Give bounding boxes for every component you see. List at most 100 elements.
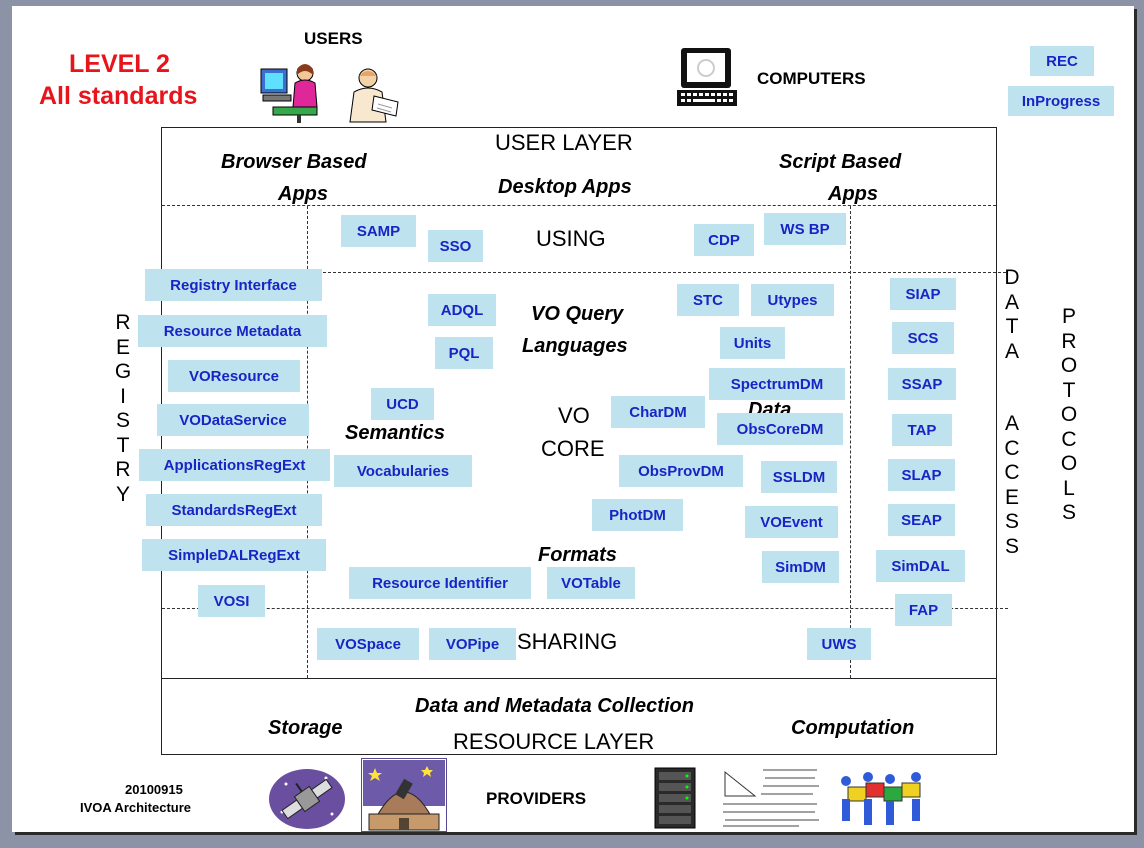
chip-resource-identifier: Resource Identifier [349, 567, 531, 599]
protocol-letter: P [1061, 305, 1076, 328]
protocol-letter: L [1063, 476, 1075, 500]
data-access-vertical-label: D A T A A C C E S S [1002, 267, 1022, 560]
chip-tap: TAP [892, 414, 952, 446]
chip-samp: SAMP [341, 215, 416, 247]
protocol-letter: A [1004, 290, 1019, 314]
vo-query-languages-line2: Languages [522, 335, 628, 357]
chip-vodataservice: VODataService [157, 404, 309, 436]
chip-adql: ADQL [428, 294, 496, 326]
protocols-vertical-label: P R O T O C O L S [1059, 306, 1079, 527]
protocol-letter: T [1005, 315, 1019, 338]
observatory-icon [361, 758, 447, 832]
desktop-apps-label: Desktop Apps [498, 176, 632, 198]
protocol-letter: D [1004, 266, 1020, 289]
browser-apps-line2: Apps [278, 183, 328, 205]
user-man-reading-icon [349, 68, 399, 123]
registry-vertical-label: R E G I S T R Y [113, 312, 133, 508]
chip-chardm: CharDM [611, 396, 705, 428]
protocol-letter: T [1062, 378, 1076, 402]
browser-apps-line1: Browser Based [221, 151, 367, 173]
providers-label: PROVIDERS [486, 789, 587, 808]
legend-rec: REC [1030, 46, 1094, 76]
data-metadata-collection-label: Data and Metadata Collection [415, 695, 694, 717]
chip-utypes: Utypes [751, 284, 834, 316]
chip-ssldm: SSLDM [761, 461, 837, 493]
registry-letter: Y [115, 482, 130, 506]
chip-ssap: SSAP [888, 368, 956, 400]
chip-obscoredm: ObsCoreDM [717, 413, 843, 445]
protocol-letter: C [1004, 461, 1020, 484]
chip-uws: UWS [807, 628, 871, 660]
resource-layer-title: RESOURCE LAYER [453, 729, 655, 754]
protocol-letter: O [1060, 403, 1078, 426]
server-rack-icon [654, 767, 696, 829]
level-subtitle: All standards [39, 82, 198, 110]
chip-voresource: VOResource [168, 360, 300, 392]
vo-core-label-line2: CORE [541, 436, 605, 461]
computers-label: COMPUTERS [757, 69, 866, 88]
footer-caption: IVOA Architecture [80, 800, 192, 815]
using-top-line [162, 205, 996, 206]
protocol-letter: A [1004, 412, 1019, 435]
protocol-letter: E [1004, 485, 1019, 509]
chip-vosi: VOSI [198, 585, 265, 617]
users-label: USERS [304, 29, 363, 48]
chip-applicationsregext: ApplicationsRegExt [139, 449, 330, 481]
protocol-letter: O [1060, 354, 1078, 377]
registry-letter: R [115, 458, 131, 481]
footer-date: 20100915 [125, 782, 183, 797]
semantics-label: Semantics [345, 422, 446, 444]
chip-sso: SSO [428, 230, 483, 262]
chip-ws-bp: WS BP [764, 213, 846, 245]
chip-scs: SCS [892, 322, 954, 354]
chip-registry-interface: Registry Interface [145, 269, 322, 301]
chip-ucd: UCD [371, 388, 434, 420]
registry-letter: S [115, 409, 130, 432]
vo-query-languages-line1: VO Query [531, 303, 624, 325]
chip-voevent: VOEvent [745, 506, 838, 538]
registry-letter: G [114, 360, 132, 383]
chip-vospace: VOSpace [317, 628, 419, 660]
storage-label: Storage [268, 717, 343, 739]
protocol-letter: S [1004, 510, 1019, 533]
script-apps-line2: Apps [828, 183, 878, 205]
chip-slap: SLAP [888, 459, 955, 491]
chip-spectrumdm: SpectrumDM [709, 368, 845, 400]
user-layer-title: USER LAYER [495, 130, 633, 155]
chip-simdm: SimDM [762, 551, 839, 583]
chip-resource-metadata: Resource Metadata [138, 315, 327, 347]
using-bottom-line [308, 272, 1006, 273]
chip-cdp: CDP [694, 224, 754, 256]
protocol-letter: C [1061, 427, 1077, 451]
chip-seap: SEAP [888, 504, 955, 536]
puzzle-people-icon [841, 772, 921, 825]
registry-letter: E [115, 335, 130, 359]
user-woman-computer-icon [260, 64, 318, 123]
using-label: USING [536, 226, 606, 251]
chip-obsprovdm: ObsProvDM [619, 455, 743, 487]
registry-letter: I [120, 384, 126, 408]
chip-siap: SIAP [890, 278, 956, 310]
chip-vocabularies: Vocabularies [334, 455, 472, 487]
chip-fap: FAP [895, 594, 952, 626]
chip-standardsregext: StandardsRegExt [146, 494, 322, 526]
chip-simpledalregext: SimpleDALRegExt [142, 539, 326, 571]
chip-pql: PQL [435, 337, 493, 369]
legend-in-progress: InProgress [1008, 86, 1114, 116]
math-formulas-icon [719, 764, 823, 830]
script-apps-line1: Script Based [779, 151, 902, 173]
chip-stc: STC [677, 284, 739, 316]
computer-terminal-icon [677, 48, 737, 106]
chip-photdm: PhotDM [592, 499, 683, 531]
chip-votable: VOTable [547, 567, 635, 599]
registry-letter: R [115, 311, 131, 334]
chip-vopipe: VOPipe [429, 628, 516, 660]
registry-letter: T [116, 433, 130, 457]
protocol-letter: A [1004, 339, 1019, 363]
protocol-letter: S [1004, 534, 1019, 558]
protocol-letter: S [1061, 501, 1076, 524]
slide: LEVEL 2 All standards USERS COMPUTERS RE… [12, 6, 1134, 832]
architecture-frame [161, 127, 997, 755]
satellite-icon [269, 769, 345, 829]
chip-simdal: SimDAL [876, 550, 965, 582]
